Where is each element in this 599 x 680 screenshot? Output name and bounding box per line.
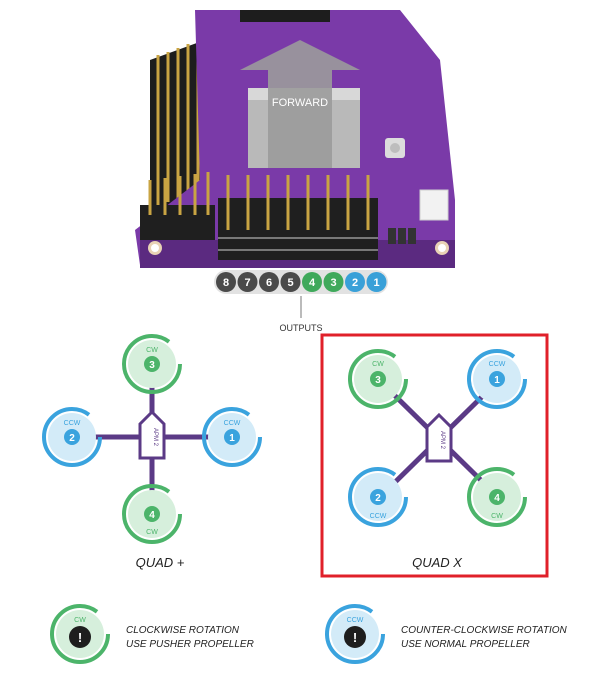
quad-plus-controller-label: APM 2 (152, 428, 158, 447)
quad-plus-title: QUAD + (136, 555, 185, 570)
output-3-circle (323, 272, 344, 292)
quad-plus-motor-bottom-num: 4 (149, 510, 155, 521)
output-header-pins (218, 175, 378, 260)
flight-controller-board: FORWARD (135, 10, 455, 268)
quad-plus-motor-left-dir: CCW (64, 420, 81, 427)
quad-x-motor-top-right-dir: CCW (489, 361, 506, 368)
quad-x-motor-top-left-num: 3 (375, 375, 381, 386)
warning-icon (69, 626, 91, 648)
quad-x-motor-bottom-left-dir: CCW (370, 513, 387, 520)
forward-label: FORWARD (272, 97, 328, 109)
output-4-label: 4 (309, 277, 316, 289)
quad-x-motor-top-left-dir: CW (372, 361, 384, 368)
output-6-label: 6 (266, 277, 272, 289)
quad-plus-motor-bottom: 4 CW (122, 484, 182, 544)
legend-cw: ! CW CLOCKWISE ROTATION USE PUSHER PROPE… (50, 604, 254, 664)
output-6-circle (259, 272, 279, 292)
outputs-label: OUTPUTS (279, 323, 322, 333)
quad-plus-motor-bottom-dir: CW (146, 529, 158, 536)
quad-x-motor-bottom-left-num: 2 (375, 493, 381, 504)
svg-text:!: ! (353, 630, 357, 645)
quad-plus-diagram: APM 2 3 CW 2 CCW 1 CCW 4 CW (42, 334, 262, 570)
output-3-label: 3 (330, 277, 336, 289)
quad-plus-motor-left-num: 2 (69, 433, 75, 444)
output-8-label: 8 (223, 277, 229, 289)
output-7-label: 7 (244, 277, 250, 289)
quad-x-motor-top-right-num: 1 (494, 375, 500, 386)
quad-x-motor-bottom-left: 2 CCW (348, 467, 408, 527)
quad-plus-motor-top: 3 CW (122, 334, 182, 394)
output-1-label: 1 (373, 277, 379, 289)
output-5-label: 5 (287, 277, 293, 289)
legend-ccw: ! CCW COUNTER-CLOCKWISE ROTATION USE NOR… (325, 604, 568, 664)
quad-plus-motor-right-num: 1 (229, 433, 235, 444)
legend-ccw-line1: COUNTER-CLOCKWISE ROTATION (401, 625, 568, 636)
quad-x-motor-top-left: 3 CW (348, 349, 408, 409)
quad-x-motor-bottom-right-num: 4 (494, 493, 500, 504)
output-2-circle (345, 272, 365, 292)
forward-arrow-icon (240, 40, 360, 168)
legend-cw-line2: USE PUSHER PROPELLER (126, 639, 254, 650)
output-2-label: 2 (352, 277, 358, 289)
quad-x-highlight-box (320, 333, 549, 578)
output-8-circle (216, 272, 236, 292)
quad-plus-motor-left: 2 CCW (42, 407, 102, 467)
output-1-circle (366, 272, 387, 292)
quad-plus-motor-right: 1 CCW (202, 407, 262, 467)
legend-ccw-dir: CCW (347, 617, 364, 624)
output-numbers: 8 7 6 5 4 3 2 1 (214, 270, 388, 294)
quad-x-title: QUAD X (412, 555, 463, 570)
quad-plus-controller (138, 409, 166, 460)
side-header-pins (140, 172, 215, 240)
quad-x-motor-bottom-right: 4 CW (467, 467, 527, 527)
output-4-circle (302, 272, 322, 292)
output-7-circle (237, 272, 258, 292)
legend-cw-dir: CW (74, 617, 86, 624)
quad-x-motor-bottom-right-dir: CW (491, 513, 503, 520)
quad-x-diagram: APM 2 3 CW 1 CCW 2 CCW 4 CW (320, 333, 549, 578)
quad-x-controller-label: APM 2 (439, 431, 445, 450)
quad-plus-motor-top-num: 3 (149, 360, 155, 371)
left-header-pins (150, 40, 205, 215)
warning-icon (344, 626, 366, 648)
quad-plus-motor-top-dir: CW (146, 347, 158, 354)
output-5-circle (280, 272, 301, 292)
quad-x-motor-top-right: 1 CCW (467, 349, 527, 409)
legend-cw-line1: CLOCKWISE ROTATION (126, 625, 240, 636)
legend-ccw-line2: USE NORMAL PROPELLER (401, 639, 530, 650)
svg-text:!: ! (78, 630, 82, 645)
quad-x-controller (425, 412, 453, 463)
quad-plus-motor-right-dir: CCW (224, 420, 241, 427)
